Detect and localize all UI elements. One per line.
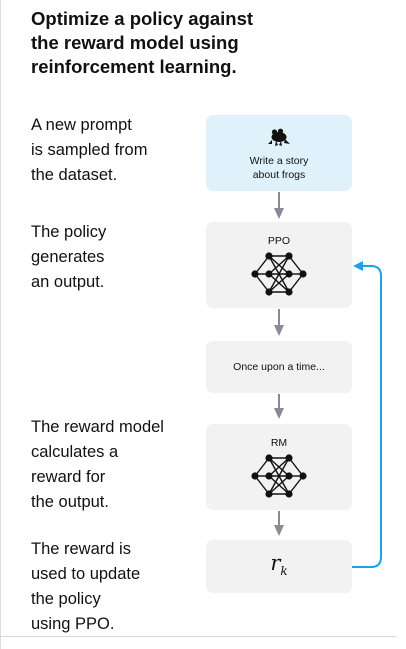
step-update-policy: The reward is used to update the policy … xyxy=(31,537,191,637)
network-edge xyxy=(268,457,290,477)
network-node xyxy=(299,472,307,480)
network-edge xyxy=(254,273,270,293)
output-text: Once upon a time... xyxy=(233,361,325,373)
step-line: A new prompt xyxy=(31,116,132,134)
step-policy-generates: The policy generates an output. xyxy=(31,220,191,295)
step-line: using PPO. xyxy=(31,615,115,633)
prompt-box: Write a story about frogs xyxy=(206,115,352,191)
step-line: The policy xyxy=(31,223,107,241)
network-edge xyxy=(268,255,290,293)
network-edge xyxy=(268,457,290,495)
title-line: reinforcement learning. xyxy=(31,56,237,77)
network-node xyxy=(285,490,293,498)
step-sample-prompt: A new prompt is sampled from the dataset… xyxy=(31,113,191,188)
down-arrow xyxy=(274,394,284,419)
step-line: The reward model xyxy=(31,418,164,436)
network-node xyxy=(265,270,273,278)
network-edge xyxy=(288,475,304,495)
network-edge xyxy=(288,457,304,477)
step-line: the policy xyxy=(31,590,101,608)
reward-variable: r xyxy=(270,551,281,575)
down-arrow xyxy=(274,309,284,336)
neural-network-icon xyxy=(251,252,307,296)
network-node xyxy=(285,270,293,278)
title-line: the reward model using xyxy=(31,32,239,53)
reward-subscript: k xyxy=(280,564,288,579)
prompt-line: Write a story xyxy=(249,155,309,167)
reward-box: rk xyxy=(206,540,352,593)
network-node xyxy=(251,472,259,480)
network-edge xyxy=(254,457,270,477)
step-line: the dataset. xyxy=(31,166,118,184)
step-line: an output. xyxy=(31,273,105,291)
down-arrow xyxy=(274,192,284,219)
left-divider xyxy=(0,0,1,649)
network-edge xyxy=(268,273,290,293)
prompt-line: about frogs xyxy=(252,169,306,181)
network-node xyxy=(265,252,273,260)
network-node xyxy=(265,454,273,462)
network-node xyxy=(299,270,307,278)
network-node xyxy=(265,490,273,498)
network-edge xyxy=(254,255,270,275)
reward-symbol: rk xyxy=(206,551,352,578)
network-edge xyxy=(268,255,290,275)
reward-model-box: RM xyxy=(206,424,352,510)
step-line: reward for xyxy=(31,468,106,486)
step-reward-model: The reward model calculates a reward for… xyxy=(31,415,191,515)
reward-model-label: RM xyxy=(270,437,288,449)
network-node xyxy=(265,472,273,480)
bottom-divider xyxy=(0,636,396,637)
network-edge xyxy=(268,475,290,495)
network-node xyxy=(285,472,293,480)
policy-box: PPO xyxy=(206,222,352,308)
network-node xyxy=(285,454,293,462)
down-arrow xyxy=(274,511,284,536)
network-node xyxy=(285,252,293,260)
network-node xyxy=(285,288,293,296)
step-line: generates xyxy=(31,248,105,266)
step-line: The reward is xyxy=(31,540,131,558)
title-line: Optimize a policy against xyxy=(31,8,254,29)
step-line: the output. xyxy=(31,493,109,511)
step-line: is sampled from xyxy=(31,141,148,159)
feedback-arrow xyxy=(352,261,382,568)
step-line: used to update xyxy=(31,565,141,583)
policy-label: PPO xyxy=(267,235,291,247)
network-edge xyxy=(254,475,270,495)
frog-icon xyxy=(268,128,290,146)
step-line: calculates a xyxy=(31,443,119,461)
diagram-title: Optimize a policy against the reward mod… xyxy=(31,7,331,79)
network-edge xyxy=(288,273,304,293)
network-edge xyxy=(288,255,304,275)
prompt-text: Write a story about frogs xyxy=(206,154,352,182)
neural-network-icon xyxy=(251,454,307,498)
network-node xyxy=(251,270,259,278)
network-node xyxy=(265,288,273,296)
output-box: Once upon a time... xyxy=(206,341,352,393)
